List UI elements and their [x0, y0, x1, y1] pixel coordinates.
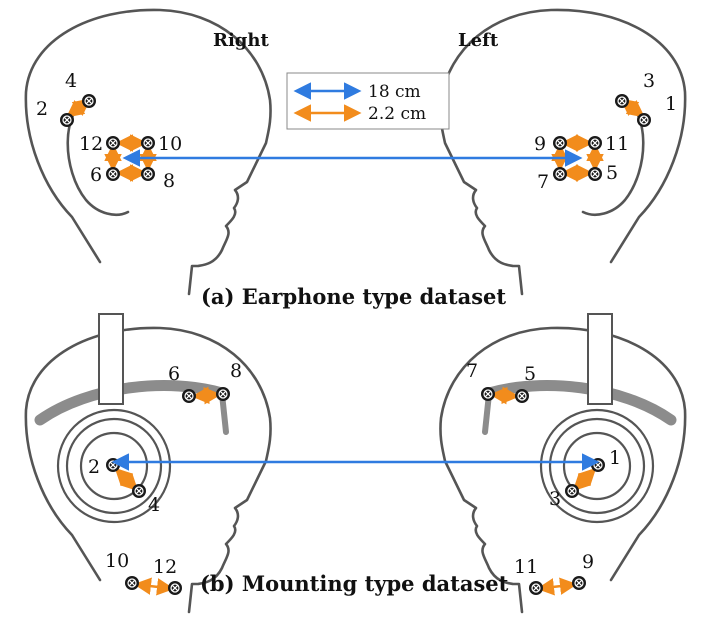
legend-label-2-2cm: 2.2 cm [368, 104, 426, 124]
mic-label: 6 [168, 363, 180, 385]
mounting-right-mics: 6 8 2 4 10 12 [88, 360, 242, 596]
left-label: Left [458, 30, 499, 51]
mic-label: 7 [537, 171, 549, 193]
earphone-left-head [439, 8, 687, 296]
mic-12 [167, 580, 183, 596]
earphone-left-mics: 3 1 9 11 7 5 [534, 70, 677, 193]
mic-label: 4 [148, 494, 160, 516]
mic-9 [571, 575, 587, 591]
mic-1 [590, 457, 606, 473]
mic-label: 8 [230, 360, 242, 382]
mic-10 [124, 575, 140, 591]
mic-4 [81, 93, 97, 109]
mic-label: 6 [90, 164, 102, 186]
ear-outline [581, 95, 645, 216]
earphone-right-mics: 2 4 12 10 6 8 [36, 70, 182, 192]
mic-12 [105, 135, 121, 151]
ear-outline [66, 95, 130, 216]
mic-5 [587, 166, 603, 182]
mic-4 [131, 483, 147, 499]
mic-3 [564, 483, 580, 499]
mic-8 [215, 386, 231, 402]
mic-label: 9 [582, 551, 594, 573]
mic-9 [552, 135, 568, 151]
mic-10 [140, 135, 156, 151]
mic-label: 12 [153, 556, 177, 578]
mic-3 [614, 93, 630, 109]
mic-11 [587, 135, 603, 151]
spacing-arrow [620, 98, 645, 118]
mic-label: 1 [609, 447, 621, 469]
mic-label: 9 [534, 133, 546, 155]
mic-label: 3 [549, 488, 561, 510]
mic-5 [514, 388, 530, 404]
headset-boom [98, 313, 124, 405]
mic-label: 12 [79, 133, 103, 155]
mic-7 [480, 386, 496, 402]
head-outline-left [439, 8, 687, 296]
mounting-left-mics: 7 5 1 3 11 9 [466, 360, 621, 596]
mic-1 [636, 112, 652, 128]
headset-boom [587, 313, 613, 405]
caption-a: (a) Earphone type dataset [201, 284, 506, 309]
mic-7 [552, 166, 568, 182]
mic-label: 3 [643, 70, 655, 92]
legend: 18 cm 2.2 cm [286, 72, 450, 130]
mic-label: 8 [163, 170, 175, 192]
mic-label: 5 [524, 363, 536, 385]
mic-8 [140, 166, 156, 182]
spacing-arrow [66, 98, 91, 118]
mic-label: 4 [65, 70, 77, 92]
mic-label: 10 [158, 133, 182, 155]
spacing-arrow [191, 386, 222, 405]
mic-6 [181, 388, 197, 404]
mic-2 [59, 112, 75, 128]
spacing-arrow [536, 577, 578, 596]
mic-label: 10 [105, 550, 129, 572]
mic-label: 5 [606, 162, 618, 184]
mic-label: 1 [665, 93, 677, 115]
spacing-arrow [489, 386, 520, 405]
mic-label: 11 [514, 556, 538, 578]
mic-label: 2 [36, 98, 48, 120]
spacing-arrow [572, 467, 597, 492]
mic-6 [105, 166, 121, 182]
right-label: Right [213, 30, 269, 51]
spacing-arrow [114, 467, 139, 492]
mic-label: 2 [88, 456, 100, 478]
caption-b: (b) Mounting type dataset [200, 571, 509, 596]
mic-label: 7 [466, 360, 478, 382]
spacing-arrow [133, 577, 175, 596]
legend-label-18cm: 18 cm [368, 82, 421, 102]
mic-label: 11 [605, 133, 629, 155]
mic-2 [105, 457, 121, 473]
mic-11 [528, 580, 544, 596]
